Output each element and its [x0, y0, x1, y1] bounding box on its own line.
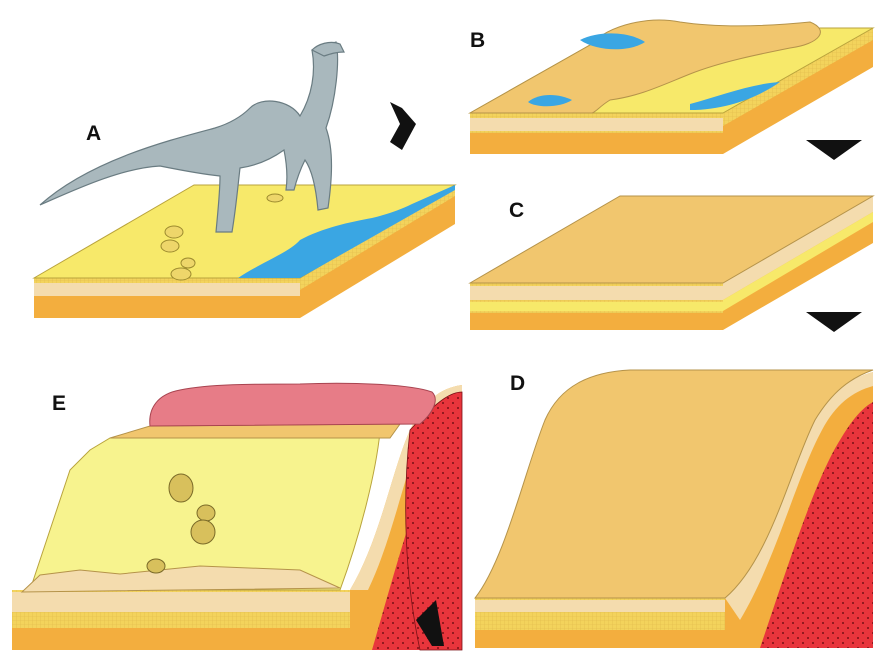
panel-label-d: D — [510, 372, 525, 395]
footprint — [161, 240, 179, 252]
panel-label-a: A — [86, 122, 101, 145]
panel-a: A — [34, 42, 455, 318]
footprint-fossil — [191, 520, 215, 544]
panel-e: E — [12, 383, 462, 650]
footprint-fossil — [169, 474, 193, 502]
panel-label-b: B — [470, 29, 485, 52]
panel-label-c: C — [509, 199, 524, 222]
panel-d: D — [475, 370, 873, 648]
panel-c: C — [470, 196, 873, 330]
footprint-fossil — [197, 505, 215, 521]
panel-label-e: E — [52, 392, 66, 415]
arrow-down-icon — [806, 312, 862, 332]
footprint — [267, 194, 283, 202]
arrow-down-icon — [806, 140, 862, 160]
panel-e-pink-crust — [150, 383, 435, 426]
footprint-fossil — [147, 559, 165, 573]
arrow-right-icon — [390, 102, 416, 150]
footprint — [181, 258, 195, 268]
footprint — [165, 226, 183, 238]
footprint — [171, 268, 191, 280]
panel-b: B — [470, 20, 873, 154]
